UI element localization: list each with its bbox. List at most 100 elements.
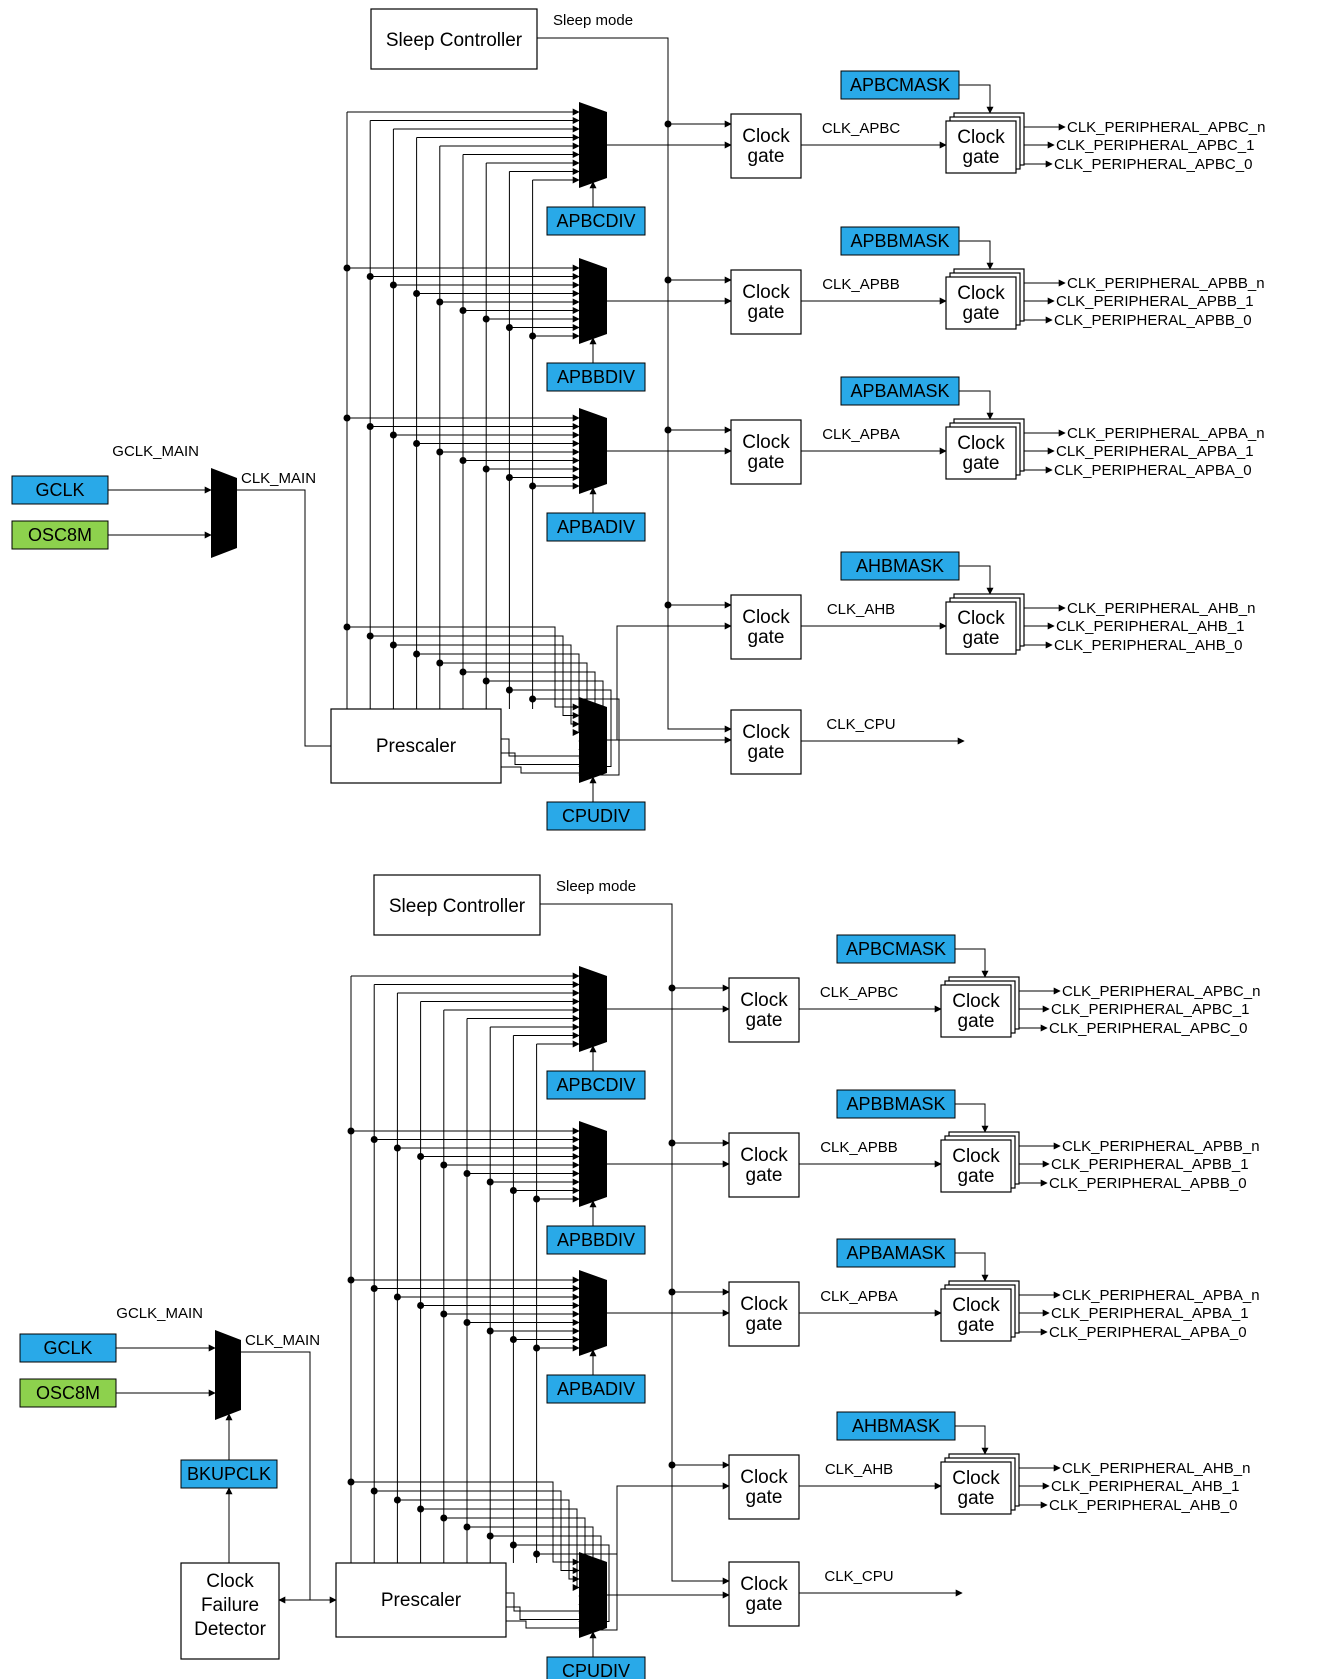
bus-clock-gate-0-label-line1: Clock <box>740 990 788 1011</box>
prescaler-box <box>330 708 502 784</box>
peripheral-clock-gate-3-label-line1: Clock <box>957 608 1005 629</box>
bus-clock-gate-3-label-line2: gate <box>748 627 785 648</box>
mask-wire <box>959 84 994 114</box>
bus-mux-0 <box>579 966 607 1052</box>
bus-mask-register-0: APBCMASK <box>840 70 960 100</box>
bus-clock-gate-3-label-line1: Clock <box>740 1467 788 1488</box>
peripheral-clock-gate-1-box <box>945 276 1017 330</box>
bus-mux-1 <box>579 258 607 344</box>
bus-div-register-0-label: APBCDIV <box>556 1075 635 1095</box>
bus-clock-label-3: CLK_AHB <box>825 1461 893 1478</box>
peripheral-clock-gate-1-label-line1: Clock <box>957 283 1005 304</box>
cpu-mux-input <box>393 644 580 728</box>
peripheral-output-label: CLK_PERIPHERAL_AHB_1 <box>1051 1478 1239 1495</box>
bus-clock-gate-0-label-line2: gate <box>746 1010 783 1031</box>
bus-div-register-1: APBBDIV <box>546 1225 646 1255</box>
peripheral-clock-gate-3-box <box>945 601 1017 655</box>
bus-mask-register-3: AHBMASK <box>840 551 960 581</box>
bus-mask-register-1: APBBMASK <box>840 226 960 256</box>
bus-clock-gate-1-box <box>728 1132 800 1198</box>
cpu-clock-gate-box <box>728 1561 800 1627</box>
bus-mask-register-2-box <box>836 1238 956 1268</box>
cpu-clock-gate-label-line2: gate <box>746 1594 783 1615</box>
sleep-controller-label: Sleep Controller <box>386 30 523 51</box>
sleep-mode-label: Sleep mode <box>553 12 633 29</box>
mask-wire <box>959 390 994 420</box>
cpu-mux-input <box>443 1517 586 1600</box>
bus-mask-register-1-box <box>836 1089 956 1119</box>
bus-div-register-0-label: APBCDIV <box>556 211 635 231</box>
bus-mux-2 <box>579 1270 607 1356</box>
peripheral-output-label: CLK_PERIPHERAL_AHB_n <box>1067 600 1255 617</box>
cpudiv-register: CPUDIV <box>546 1656 646 1679</box>
bus-clock-gate-2-label-line2: gate <box>746 1314 783 1335</box>
bus-mask-register-2-label: APBAMASK <box>850 381 949 401</box>
gclk-source: GCLK <box>11 475 109 505</box>
bkupclk-register: BKUPCLK <box>180 1459 278 1489</box>
clock-failure-detector-line2: Failure <box>201 1595 259 1616</box>
mask-wire <box>959 565 994 595</box>
gclk-main-label: GCLK_MAIN <box>112 443 199 460</box>
peripheral-output-label: CLK_PERIPHERAL_AHB_0 <box>1054 637 1242 654</box>
prescaler: Prescaler <box>335 1562 507 1638</box>
sleep-mode-wire <box>537 37 732 733</box>
cpu-mux-input <box>486 680 604 762</box>
peripheral-clock-gate-2-box <box>945 426 1017 480</box>
peripheral-output-label: CLK_PERIPHERAL_APBC_n <box>1062 983 1260 1000</box>
bus-div-register-2: APBADIV <box>546 1374 646 1404</box>
peripheral-clock-gate-1-label-line1: Clock <box>952 1146 1000 1167</box>
bus-mask-register-3-label: AHBMASK <box>856 556 944 576</box>
cpu-mux-input <box>374 1490 580 1574</box>
bus-clock-gate-0-label-line2: gate <box>748 146 785 167</box>
bus-div-register-2-label: APBADIV <box>557 1379 635 1399</box>
clock-failure-detector-line3: Detector <box>194 1619 266 1640</box>
cpudiv-register-box <box>546 801 646 831</box>
bus-div-register-1: APBBDIV <box>546 362 646 392</box>
peripheral-clock-gate-3-label-line2: gate <box>963 628 1000 649</box>
bus-clock-gate-0-label-line1: Clock <box>742 126 790 147</box>
peripheral-output-label: CLK_PERIPHERAL_APBC_0 <box>1049 1020 1247 1037</box>
cpu-mux-input <box>463 671 596 753</box>
cpudiv-register-label: CPUDIV <box>562 806 630 826</box>
bus-mask-register-0-box <box>836 934 956 964</box>
osc8m-source-label: OSC8M <box>36 1383 100 1403</box>
peripheral-clock-gate-1-label-line2: gate <box>958 1166 995 1187</box>
peripheral-clock-gate-3-label-line2: gate <box>958 1488 995 1509</box>
bus-clock-gate-1-label-line2: gate <box>746 1165 783 1186</box>
peripheral-clock-gate-0-box <box>940 984 1012 1038</box>
bkupclk-register-label: BKUPCLK <box>187 1464 271 1484</box>
prescaler-label: Prescaler <box>376 736 457 757</box>
bus-mux-1 <box>579 1121 607 1207</box>
prescaler: Prescaler <box>330 708 502 784</box>
bus-clock-gate-2-label-line2: gate <box>748 452 785 473</box>
bkupclk-register-box <box>180 1459 278 1489</box>
cpu-mux-input <box>397 1499 580 1583</box>
cpu-mux-input <box>370 635 580 719</box>
bus-clock-gate-3-label-line2: gate <box>746 1487 783 1508</box>
peripheral-output-label: CLK_PERIPHERAL_APBB_1 <box>1056 293 1254 310</box>
clock-failure-detector-box <box>180 1562 280 1660</box>
peripheral-output-label: CLK_PERIPHERAL_APBB_1 <box>1051 1156 1249 1173</box>
prescaler-direct-wire <box>506 1606 579 1620</box>
bus-clock-gate-2-box <box>730 419 802 485</box>
peripheral-output-label: CLK_PERIPHERAL_APBC_n <box>1067 119 1265 136</box>
cpu-mux-input <box>513 1544 610 1625</box>
bus-mask-register-1: APBBMASK <box>836 1089 956 1119</box>
bus-mask-register-3-box <box>836 1411 956 1441</box>
peripheral-output-label: CLK_PERIPHERAL_APBB_0 <box>1054 312 1252 329</box>
clk-main-wire <box>241 1351 336 1601</box>
bus-mask-register-2-label: APBAMASK <box>846 1243 945 1263</box>
peripheral-clock-gate-0-box <box>945 120 1017 174</box>
peripheral-output-label: CLK_PERIPHERAL_APBA_1 <box>1051 1305 1249 1322</box>
peripheral-output-label: CLK_PERIPHERAL_APBA_n <box>1067 425 1265 442</box>
